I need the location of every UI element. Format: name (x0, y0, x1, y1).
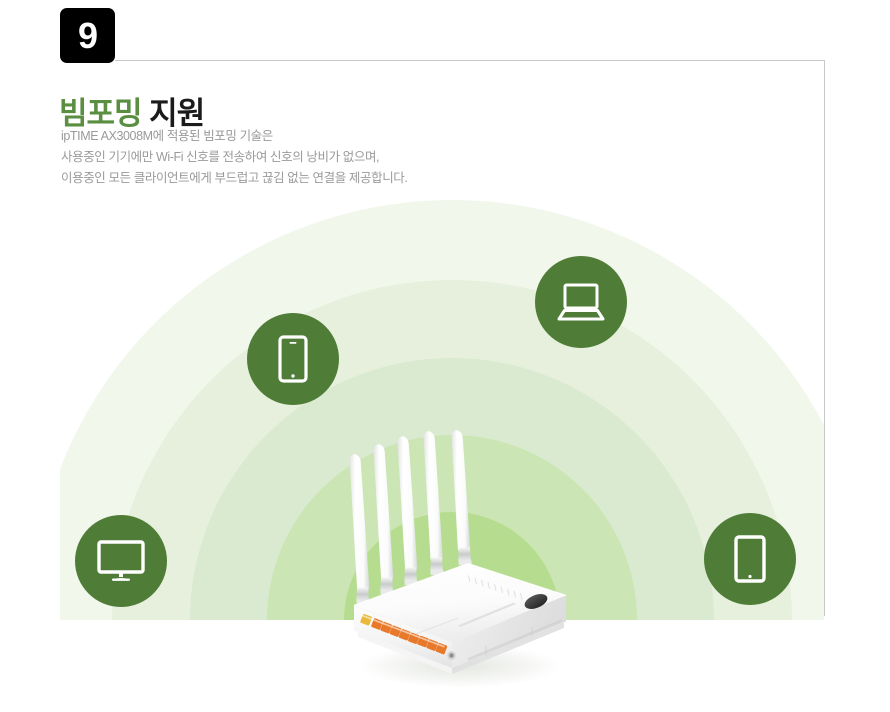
router-port-lan-7[interactable] (426, 639, 438, 651)
router-top-face (354, 563, 566, 643)
description-text: ipTIME AX3008M에 적용된 빔포밍 기술은 사용중인 기기에만 Wi… (61, 126, 408, 189)
router-device (349, 430, 567, 688)
router-antennas (349, 430, 472, 606)
description-line-3: 이용중인 모든 클라이언트에게 부드럽고 끊김 없는 연결을 제공합니다. (61, 171, 408, 185)
router-plinth-side (452, 622, 564, 674)
router-ports (360, 614, 456, 660)
frame-right-rule (824, 60, 825, 616)
section-number-badge: 9 (60, 8, 115, 63)
description-line-2: 사용중인 기기에만 Wi-Fi 신호를 전송하여 신호의 낭비가 없으며, (61, 150, 380, 164)
router-vent-slots (467, 575, 523, 600)
antenna-2 (373, 444, 394, 596)
router-port-lan-1[interactable] (371, 618, 383, 630)
router-right-face (452, 595, 566, 669)
device-bubble-smartphone (247, 313, 339, 405)
antenna-5 (451, 430, 472, 566)
antenna-3 (397, 436, 418, 586)
device-bubble-laptop (535, 256, 627, 348)
router-port-lan-6[interactable] (417, 635, 429, 648)
router-port-lan-2[interactable] (380, 621, 392, 634)
page-title-highlight: 빔포밍 (59, 95, 143, 131)
router-port-lan-3[interactable] (389, 625, 402, 637)
antenna-4 (423, 431, 444, 576)
smartphone-icon (278, 335, 308, 383)
monitor-icon (97, 540, 145, 581)
router-side-vent (468, 619, 562, 661)
router-brand-strip (410, 617, 459, 637)
router-top-groove (458, 602, 516, 627)
tablet-icon (734, 535, 766, 583)
section-number: 9 (77, 14, 98, 56)
page-title-rest: 지원 (141, 95, 205, 131)
router-port-lan-8[interactable] (435, 642, 448, 655)
antenna-1 (349, 454, 370, 606)
description-line-1: ipTIME AX3008M에 적용된 빔포밍 기술은 (61, 129, 273, 143)
laptop-icon (557, 283, 605, 321)
device-bubble-tablet (704, 513, 796, 605)
router-port-wan[interactable] (360, 614, 372, 626)
router-power-button[interactable] (522, 591, 549, 612)
frame-top-rule (115, 60, 825, 61)
router-plinth-front (358, 631, 452, 674)
device-bubble-monitor (75, 515, 167, 607)
router-port-bezels (360, 614, 445, 648)
page-title: 빔포밍 지원 (59, 95, 205, 134)
